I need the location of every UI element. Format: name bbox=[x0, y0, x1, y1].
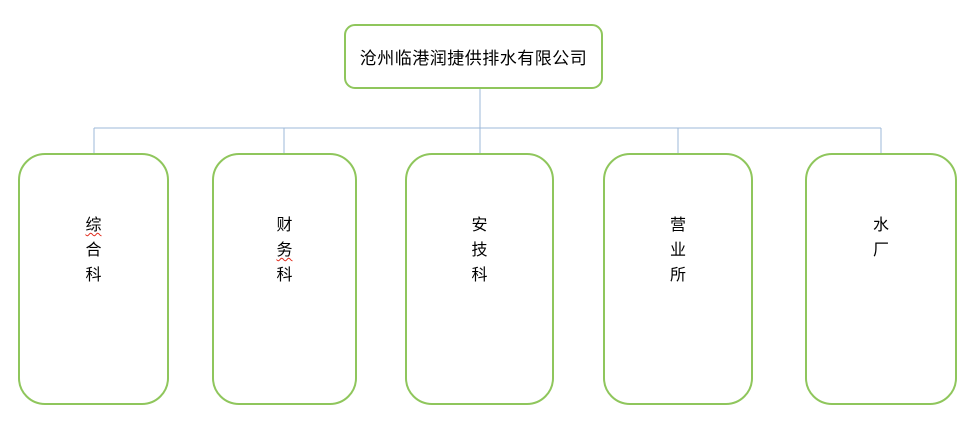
org-node-business-office[interactable]: 营 业 所 bbox=[603, 153, 753, 405]
vertical-char: 财 bbox=[276, 217, 293, 234]
org-node-general-affairs-section[interactable]: 综 合 科 bbox=[18, 153, 169, 405]
vertical-char: 科 bbox=[471, 267, 488, 284]
vertical-char: 合 bbox=[85, 242, 102, 259]
vertical-char: 营 bbox=[669, 217, 686, 234]
org-node-general-affairs-label: 综 合 科 bbox=[85, 155, 101, 403]
vertical-char: 业 bbox=[669, 242, 686, 259]
org-node-company[interactable]: 沧州临港润捷供排水有限公司 bbox=[344, 24, 603, 89]
org-node-water-plant-label: 水 厂 bbox=[873, 155, 889, 403]
org-node-safety-tech-section[interactable]: 安 技 科 bbox=[405, 153, 554, 405]
vertical-char: 综 bbox=[85, 217, 102, 234]
vertical-char: 水 bbox=[872, 217, 889, 234]
vertical-char: 科 bbox=[276, 267, 293, 284]
org-node-finance-label: 财 务 科 bbox=[276, 155, 292, 403]
org-node-finance-section[interactable]: 财 务 科 bbox=[212, 153, 357, 405]
org-node-safety-tech-label: 安 技 科 bbox=[471, 155, 487, 403]
org-node-company-label: 沧州临港润捷供排水有限公司 bbox=[359, 49, 588, 68]
vertical-char: 所 bbox=[669, 267, 686, 284]
vertical-char: 安 bbox=[471, 217, 488, 234]
org-node-water-plant[interactable]: 水 厂 bbox=[805, 153, 957, 405]
vertical-char: 科 bbox=[85, 267, 102, 284]
vertical-char: 务 bbox=[276, 242, 293, 259]
vertical-char: 技 bbox=[471, 242, 488, 259]
vertical-char: 厂 bbox=[872, 242, 889, 259]
org-node-business-office-label: 营 业 所 bbox=[670, 155, 686, 403]
